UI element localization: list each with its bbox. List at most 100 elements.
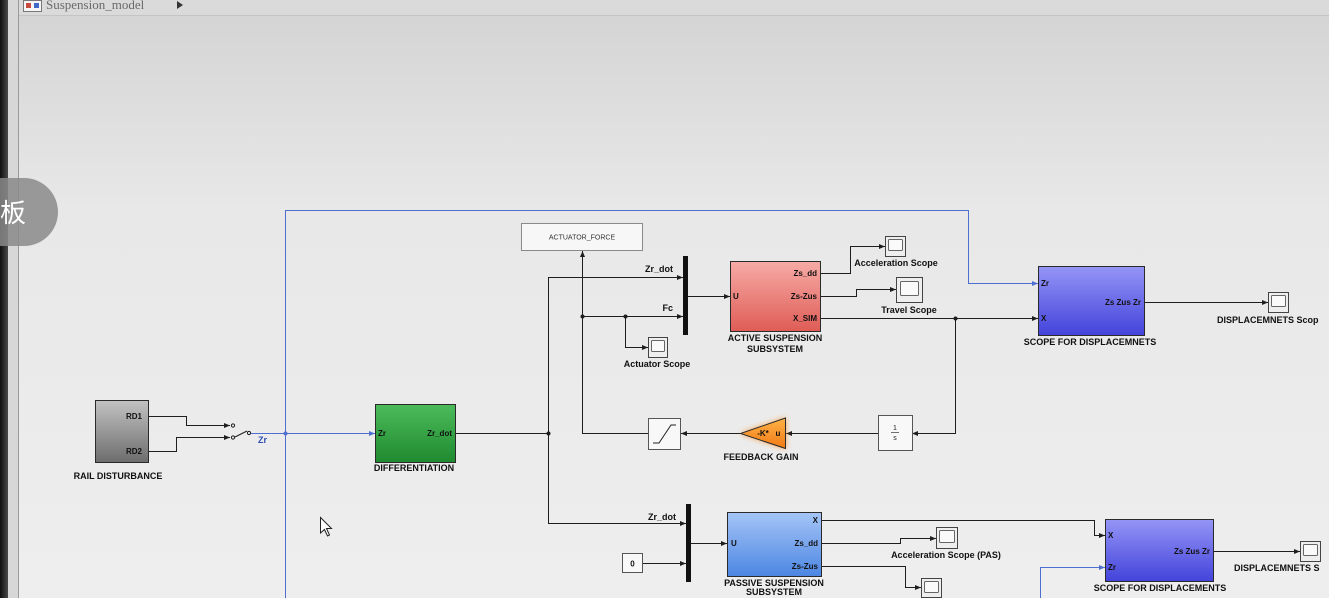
scope-displacements-active-body[interactable] — [1038, 266, 1145, 336]
branch-point-actuator-scope[interactable] — [623, 314, 628, 319]
actuator-force-body[interactable] — [521, 223, 643, 251]
passive-suspension-block[interactable]: U X Zs_dd Zs-Zus — [727, 512, 822, 577]
simulink-model-icon[interactable] — [23, 0, 42, 12]
signal-line-zr-to-passive-scope[interactable] — [1040, 565, 1106, 598]
saturation-icon[interactable] — [648, 418, 681, 450]
scope-displacements-active-block[interactable]: Zr X Zs Zus Zr — [1038, 266, 1145, 336]
scope-displacements-passive-block[interactable]: X Zr Zs Zus Zr — [1105, 519, 1214, 582]
passive-suspension-port-x: X — [813, 516, 819, 525]
branch-point-fc[interactable] — [580, 314, 585, 319]
acceleration-scope-label[interactable]: Acceleration Scope — [854, 258, 938, 268]
manual-switch-icon[interactable] — [230, 423, 252, 440]
integrator-block[interactable]: 1 s — [878, 415, 913, 451]
branch-point-x-sim[interactable] — [953, 316, 958, 321]
active-suspension-body[interactable] — [730, 261, 821, 332]
active-suspension-block[interactable]: U Zs_dd Zs-Zus X_SIM — [730, 261, 821, 332]
signal-line-zr-dot-passive[interactable] — [548, 433, 687, 526]
window-left-edge — [0, 0, 8, 598]
passive-suspension-label-line1[interactable]: PASSIVE SUSPENSION — [724, 578, 824, 588]
model-icon-block-red — [26, 3, 31, 8]
differentiation-block[interactable]: Zr Zr_dot — [375, 404, 456, 463]
signal-line-actuator-force[interactable] — [580, 251, 649, 434]
scope-displacements-active-label[interactable]: SCOPE FOR DISPLACEMNETS — [1024, 337, 1157, 347]
signal-label-zr[interactable]: Zr — [258, 435, 267, 445]
branch-point-zr[interactable] — [283, 431, 288, 436]
displacements-scope-passive-icon[interactable] — [1300, 541, 1321, 562]
displacements-scope-passive-label[interactable]: DISPLACEMNETS S — [1234, 563, 1320, 573]
rail-disturbance-label[interactable]: RAIL DISTURBANCE — [74, 471, 163, 481]
editor-left-gutter — [8, 0, 18, 598]
scope-displacements-passive-port-zr: Zr — [1108, 563, 1116, 572]
floating-button-label[interactable]: 板 — [0, 199, 26, 229]
travel-scope-icon[interactable] — [896, 277, 923, 303]
signal-line-x-passive[interactable] — [821, 520, 1106, 538]
signal-line-rd1[interactable] — [148, 416, 230, 428]
scope-displacements-passive-label[interactable]: SCOPE FOR DISPLACEMENTS — [1094, 583, 1227, 593]
signal-label-zr-dot-passive[interactable]: Zr_dot — [648, 512, 676, 522]
signal-line-rd2[interactable] — [148, 435, 230, 452]
rail-disturbance-body[interactable] — [95, 400, 149, 463]
feedback-gain-block[interactable]: -K* u — [738, 417, 786, 450]
rail-disturbance-block[interactable]: RD1 RD2 — [95, 400, 149, 463]
actuator-force-label: ACTUATOR_FORCE — [549, 235, 616, 242]
mouse-cursor-icon — [320, 516, 333, 537]
signal-line-zs-zus-passive[interactable] — [821, 566, 922, 590]
active-suspension-label-line1[interactable]: ACTIVE SUSPENSION — [728, 333, 823, 343]
signal-line-zr-to-active-scope[interactable] — [285, 210, 1039, 434]
breadcrumb-arrow-icon[interactable] — [177, 1, 183, 9]
passive-suspension-label-line2[interactable]: SUBSYSTEM — [746, 587, 802, 597]
acceleration-scope-pas-label[interactable]: Acceleration Scope (PAS) — [891, 550, 1001, 560]
displacements-scope-active-icon[interactable] — [1268, 292, 1289, 313]
integrator-body[interactable] — [878, 415, 913, 451]
breadcrumb-bar: Suspension_model — [19, 0, 1329, 16]
actuator-scope-label[interactable]: Actuator Scope — [624, 359, 691, 369]
branch-point-zr-dot[interactable] — [546, 431, 551, 436]
differentiation-body[interactable] — [375, 404, 456, 463]
floating-whiteboard-button[interactable]: 板 — [0, 178, 58, 246]
rail-disturbance-port-rd2: RD2 — [126, 447, 143, 456]
travel-scope-pas-icon[interactable] — [921, 578, 942, 598]
travel-scope-label[interactable]: Travel Scope — [881, 305, 937, 315]
active-suspension-port-u: U — [733, 292, 739, 301]
passive-suspension-body[interactable] — [727, 512, 822, 577]
saturation-curve — [653, 424, 676, 444]
actuator-scope-icon[interactable] — [648, 337, 668, 358]
signal-line-zs-dd-active[interactable] — [820, 244, 886, 274]
feedback-gain-label[interactable]: FEEDBACK GAIN — [723, 452, 798, 462]
passive-input-mux[interactable] — [686, 504, 691, 582]
signal-line-to-actuator-scope[interactable] — [625, 316, 649, 350]
acceleration-scope-pas-icon[interactable] — [936, 527, 958, 549]
acceleration-scope-screen — [888, 239, 903, 251]
differentiation-label[interactable]: DIFFERENTIATION — [374, 463, 454, 473]
feedback-gain-triangle[interactable] — [738, 417, 786, 450]
active-suspension-port-zs-dd: Zs_dd — [793, 269, 817, 278]
actuator-scope-screen — [651, 340, 665, 352]
breadcrumb-model-name[interactable]: Suspension_model — [46, 0, 145, 12]
active-input-mux[interactable] — [683, 256, 688, 335]
signal-label-fc[interactable]: Fc — [662, 303, 673, 313]
constant-body[interactable] — [622, 553, 643, 573]
constant-block[interactable]: 0 — [622, 553, 643, 573]
rail-disturbance-port-rd1: RD1 — [126, 412, 143, 421]
model-icon-block-blue — [34, 3, 39, 8]
scope-displacements-active-port-out: Zs Zus Zr — [1105, 298, 1141, 307]
signal-line-x-sim-feedback[interactable] — [912, 318, 956, 436]
active-suspension-label-line2[interactable]: SUBSYSTEM — [747, 344, 803, 354]
scope-displacements-passive-body[interactable] — [1105, 519, 1214, 582]
floating-button-pill[interactable] — [0, 178, 58, 246]
passive-suspension-port-zs-dd: Zs_dd — [794, 539, 818, 548]
displacements-scope-active-screen — [1271, 295, 1286, 307]
signal-line-zr-dot-active[interactable] — [455, 275, 683, 434]
signal-line-zs-zus-active[interactable] — [820, 287, 897, 297]
displacements-scope-active-label[interactable]: DISPLACEMNETS Scop — [1217, 315, 1319, 325]
active-suspension-port-x-sim: X_SIM — [793, 314, 817, 323]
constant-value: 0 — [630, 560, 635, 569]
switch-output-contact — [246, 430, 252, 436]
signal-label-zr-dot-active[interactable]: Zr_dot — [645, 264, 673, 274]
acceleration-scope-icon[interactable] — [885, 236, 906, 257]
differentiation-port-out: Zr_dot — [427, 429, 452, 438]
signal-line-zs-dd-passive[interactable] — [821, 536, 937, 544]
actuator-force-block[interactable]: ACTUATOR_FORCE — [521, 223, 643, 251]
passive-suspension-port-zs-zus: Zs-Zus — [792, 562, 819, 571]
